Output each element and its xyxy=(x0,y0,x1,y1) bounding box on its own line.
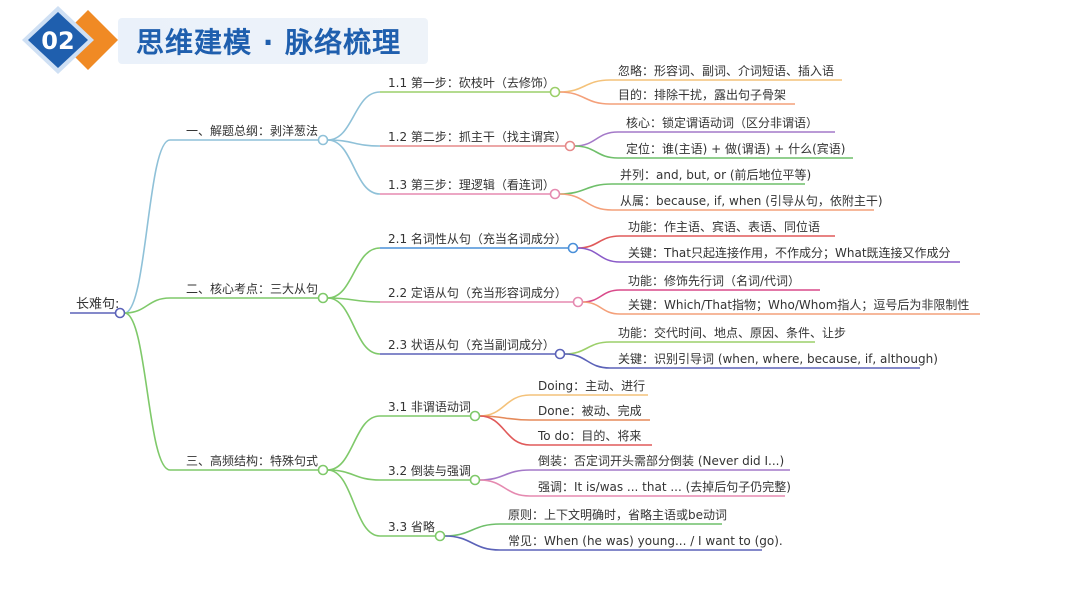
leaf-label-2-2-1: 功能：修饰先行词（名词/代词） xyxy=(628,273,800,288)
branch-label-1: 一、解题总纲：剥洋葱法 xyxy=(186,123,318,138)
leaf-edge-2-1-2 xyxy=(577,247,621,263)
child-label-3-2: 3.2 倒装与强调 xyxy=(388,464,471,478)
leaf-edge-2-2-2 xyxy=(582,301,621,315)
child-label-1-2: 1.2 第二步：抓主干（找主谓宾） xyxy=(388,129,567,144)
leaf-label-1-3-1: 并列：and, but, or (前后地位平等) xyxy=(620,167,811,182)
leaf-edge-2-1-1 xyxy=(577,235,621,249)
branch-edge-3 xyxy=(124,312,171,471)
child-node-2-2[interactable] xyxy=(572,296,584,308)
branch-node-1[interactable] xyxy=(317,134,329,146)
badge-inner-diamond xyxy=(28,12,88,68)
leaf-label-2-1-2: 关键：That只起连接作用，不作成分；What既连接又作成分 xyxy=(628,245,951,260)
child-edge-2-3 xyxy=(327,297,381,355)
child-node-1-2[interactable] xyxy=(564,140,576,152)
leaf-edge-1-3-2 xyxy=(559,193,613,211)
branch-label-2: 二、核心考点：三大从句 xyxy=(186,282,318,296)
leaf-edge-1-2-1 xyxy=(574,131,619,147)
child-label-1-3: 1.3 第三步：理逻辑（看连词） xyxy=(388,177,555,192)
leaf-edge-3-1-1 xyxy=(479,394,531,417)
mind-map-edges xyxy=(70,79,980,551)
leaf-edge-3-3-1 xyxy=(444,523,501,537)
leaf-edge-2-3-2 xyxy=(564,353,611,369)
child-edge-2-2 xyxy=(327,297,381,303)
mind-map-nodes: 长难句: 一、解题总纲：剥洋葱法 1.1 第一步：砍枝叶（去修饰） 忽略：形容词、副词… xyxy=(76,63,969,548)
branch-label-3: 三、高频结构：特殊句式 xyxy=(186,453,318,468)
section-number: 02 xyxy=(41,27,74,55)
leaf-edge-1-1-2 xyxy=(559,91,611,105)
leaf-edge-1-1-1 xyxy=(559,79,611,93)
leaf-edge-2-3-1 xyxy=(564,341,611,355)
child-edge-1-2 xyxy=(327,139,381,147)
child-edge-3-2 xyxy=(327,469,381,481)
child-node-3-3[interactable] xyxy=(434,530,446,542)
child-edge-1-3 xyxy=(327,139,381,195)
title-background xyxy=(118,18,428,64)
leaf-label-3-1-1: Doing：主动、进行 xyxy=(538,379,645,393)
child-node-1-1[interactable] xyxy=(549,86,561,98)
leaf-label-1-3-2: 从属：because, if, when (引导从句，依附主干) xyxy=(620,193,883,208)
child-edge-1-1 xyxy=(327,91,381,141)
child-edge-3-3 xyxy=(327,469,381,537)
section-header: 02 思维建模 · 脉络梳理 xyxy=(0,0,440,80)
leaf-edge-3-2-2 xyxy=(479,479,531,497)
child-edge-3-1 xyxy=(327,415,381,471)
leaf-label-3-3-1: 原则：上下文明确时，省略主语或be动词 xyxy=(508,507,727,522)
leaf-label-3-2-1: 倒装：否定词开头需部分倒装 (Never did I...) xyxy=(538,453,784,468)
leaf-label-2-1-1: 功能：作主语、宾语、表语、同位语 xyxy=(628,219,820,234)
child-node-1-3[interactable] xyxy=(549,188,561,200)
leaf-label-2-2-2: 关键：Which/That指物；Who/Whom指人；逗号后为非限制性 xyxy=(628,297,969,312)
child-node-2-3[interactable] xyxy=(554,348,566,360)
page-title: 思维建模 · 脉络梳理 xyxy=(136,26,402,59)
child-node-2-1[interactable] xyxy=(567,242,579,254)
leaf-edge-1-2-2 xyxy=(574,145,619,159)
leaf-label-1-1-1: 忽略：形容词、副词、介词短语、插入语 xyxy=(618,63,834,78)
branch-edge-2 xyxy=(124,297,171,314)
leaf-edge-3-3-2 xyxy=(444,535,501,551)
child-label-2-3: 2.3 状语从句（充当副词成分） xyxy=(388,337,555,352)
leaf-label-2-3-1: 功能：交代时间、地点、原因、条件、让步 xyxy=(618,325,846,340)
leaf-label-1-2-1: 核心：锁定谓语动词（区分非谓语） xyxy=(626,115,818,130)
leaf-edge-1-3-1 xyxy=(559,183,613,195)
root-node-handle[interactable] xyxy=(114,307,126,319)
leaf-label-2-3-2: 关键：识别引导词 (when, where, because, if, alth… xyxy=(618,352,938,366)
leaf-label-3-3-2: 常见：When (he was) young... / I want to (g… xyxy=(508,534,783,548)
section-number-badge: 02 xyxy=(22,6,118,74)
root-node-label: 长难句: xyxy=(76,297,119,312)
child-label-2-1: 2.1 名词性从句（充当名词成分） xyxy=(388,231,567,246)
child-node-3-1[interactable] xyxy=(469,410,481,422)
child-node-3-2[interactable] xyxy=(469,474,481,486)
child-edge-2-1 xyxy=(327,247,381,299)
leaf-label-3-1-2: Done：被动、完成 xyxy=(538,403,642,418)
leaf-label-3-1-3: To do：目的、将来 xyxy=(537,428,641,443)
leaf-edge-3-2-1 xyxy=(479,469,531,481)
branch-node-3[interactable] xyxy=(317,464,329,476)
branch-node-2[interactable] xyxy=(317,292,329,304)
leaf-label-1-1-2: 目的：排除干扰，露出句子骨架 xyxy=(618,87,786,102)
leaf-edge-2-2-1 xyxy=(582,289,621,303)
child-label-3-3: 3.3 省略 xyxy=(388,519,435,534)
child-label-1-1: 1.1 第一步：砍枝叶（去修饰） xyxy=(388,75,555,90)
leaf-label-1-2-2: 定位：谁(主语) + 做(谓语) + 什么(宾语) xyxy=(626,141,845,156)
leaf-label-3-2-2: 强调：It is/was ... that ... (去掉后句子仍完整) xyxy=(538,479,791,494)
branch-edge-1 xyxy=(124,139,171,314)
leaf-edge-3-1-3 xyxy=(479,415,531,446)
child-label-2-2: 2.2 定语从句（充当形容词成分） xyxy=(388,285,567,300)
child-label-3-1: 3.1 非谓语动词 xyxy=(388,400,471,414)
